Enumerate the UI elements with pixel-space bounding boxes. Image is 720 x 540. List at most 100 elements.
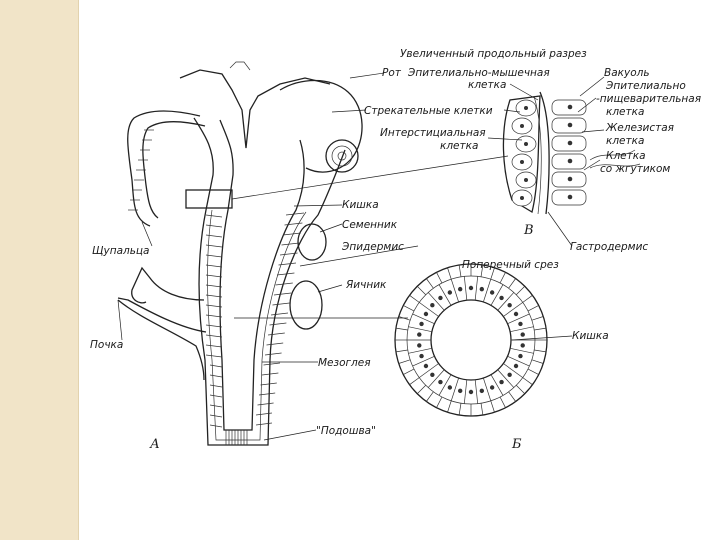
testis-shape [298, 224, 326, 260]
ring-cell-wall [451, 378, 458, 401]
ring-outer-cell-wall [534, 350, 546, 352]
ring-cell-nucleus [480, 287, 484, 291]
ring-outer-cell-wall [396, 350, 408, 352]
ring-cell-wall [483, 378, 490, 401]
ring-cell-wall [498, 370, 514, 388]
epidermis-cell-nucleus [520, 160, 524, 164]
wall-cell-line [267, 343, 284, 345]
wall-cell-line [206, 325, 222, 327]
label-ovary: Яичник [345, 279, 387, 291]
ring-outer-cell-wall [500, 272, 505, 283]
wall-cell-line [286, 213, 304, 215]
ring-cell-nucleus [458, 389, 462, 393]
ring-outer-cell-wall [532, 317, 543, 321]
gastrodermis-cell-nucleus [568, 159, 573, 164]
label-mesoglea: Мезоглея [318, 357, 371, 369]
ring-outer-cell-wall [410, 295, 420, 302]
wall-cell-line [261, 383, 277, 385]
wall-cell-line [210, 415, 222, 417]
wall-cell-line [282, 243, 300, 245]
ring-cell-nucleus [480, 389, 484, 393]
ring-cell-nucleus [430, 373, 434, 377]
ring-cell-wall [491, 285, 503, 306]
label-interstitial-2: клетка [440, 140, 478, 152]
wall-cell-line [274, 293, 291, 295]
ring-outer-cell-wall [410, 378, 420, 385]
ring-cell-wall [498, 292, 514, 310]
ring-cell-wall [428, 370, 444, 388]
wall-cell-line [210, 425, 222, 427]
ring-outer-cell-wall [481, 403, 483, 415]
mouth-opening [230, 62, 250, 70]
wall-cell-line [206, 225, 222, 227]
label-interstitial-1: Интерстициальная [380, 127, 486, 139]
ring-cell-wall [408, 327, 431, 332]
wall-cell-line [283, 233, 301, 235]
ring-cell-nucleus [419, 322, 423, 326]
body-inner-wall [220, 120, 304, 430]
bud-stalk [118, 300, 204, 380]
wall-cell-line [210, 405, 222, 407]
ring-cell-wall [475, 276, 478, 300]
epidermis-cell-nucleus [524, 106, 528, 110]
tentacle-left-inner [143, 122, 205, 218]
label-gastrodermis: Гастродермис [570, 241, 648, 253]
wall-cell-line [210, 395, 222, 397]
ring-outer-cell-wall [417, 385, 425, 393]
label-tentacles: Щупальца [92, 245, 149, 257]
ring-outer-cell-wall [399, 317, 410, 321]
ring-cell-wall [464, 276, 467, 300]
ring-cell-wall [419, 364, 438, 378]
letter-a: А [149, 437, 160, 452]
ring-cell-nucleus [518, 354, 522, 358]
gastrodermis-cell-nucleus [568, 141, 573, 146]
ring-cell-wall [464, 380, 467, 404]
label-flagellum-2: со жгутиком [600, 163, 670, 175]
letter-b: Б [511, 437, 522, 452]
ring-cell-nucleus [499, 296, 503, 300]
ring-outer-cell-wall [516, 286, 524, 294]
ring-outer-cell-wall [532, 360, 543, 364]
ring-cell-nucleus [514, 312, 518, 316]
ring-outer-cell-wall [523, 295, 533, 302]
wall-cell-line [206, 355, 222, 357]
ring-outer-cell-wall [509, 392, 516, 402]
wall-cell-line [206, 235, 222, 237]
ring-cell-wall [508, 314, 530, 324]
body-wall-cells [128, 130, 304, 445]
wall-cell-line [256, 423, 272, 425]
ovary-shape [290, 281, 322, 329]
gastrodermis-cell-nucleus [568, 105, 573, 110]
ring-outer-cell-wall [396, 328, 408, 330]
label-cross-section: Поперечный срез [462, 259, 559, 271]
ring-cell-wall [508, 356, 530, 366]
ring-cell-nucleus [417, 343, 421, 347]
wall-cell-line [206, 335, 222, 337]
label-mouth: Рот [382, 67, 402, 79]
label-glandular-1: Железистая [605, 122, 674, 134]
ring-cell-nucleus [424, 364, 428, 368]
ring-cell-nucleus [521, 343, 525, 347]
ring-outer-cell-wall [528, 369, 539, 374]
ring-cell-nucleus [424, 312, 428, 316]
ring-outer-cell-wall [534, 328, 546, 330]
label-glandular-2: клетка [606, 135, 644, 147]
ring-cell-wall [428, 292, 444, 310]
ring-outer-cell-wall [509, 279, 516, 289]
label-bud: Почка [90, 339, 123, 351]
head-right-lobe [280, 81, 362, 173]
ring-outer-cell-wall [436, 272, 441, 283]
wall-cell-line [264, 363, 281, 365]
wall-cell-line [206, 345, 222, 347]
ring-outer-cell-wall [500, 397, 505, 408]
label-flagellum-1: Клетка [606, 150, 646, 162]
ring-cell-nucleus [458, 287, 462, 291]
ring-cell-nucleus [499, 380, 503, 384]
ring-outer-cell-wall [403, 305, 414, 310]
label-zoom-title: Увеличенный продольный разрез [400, 48, 587, 60]
wall-cell-line [285, 223, 303, 225]
ring-cell-wall [510, 348, 533, 353]
ring-cell-nucleus [469, 390, 473, 394]
ring-cell-wall [503, 302, 522, 316]
wall-cell-line [206, 265, 222, 267]
